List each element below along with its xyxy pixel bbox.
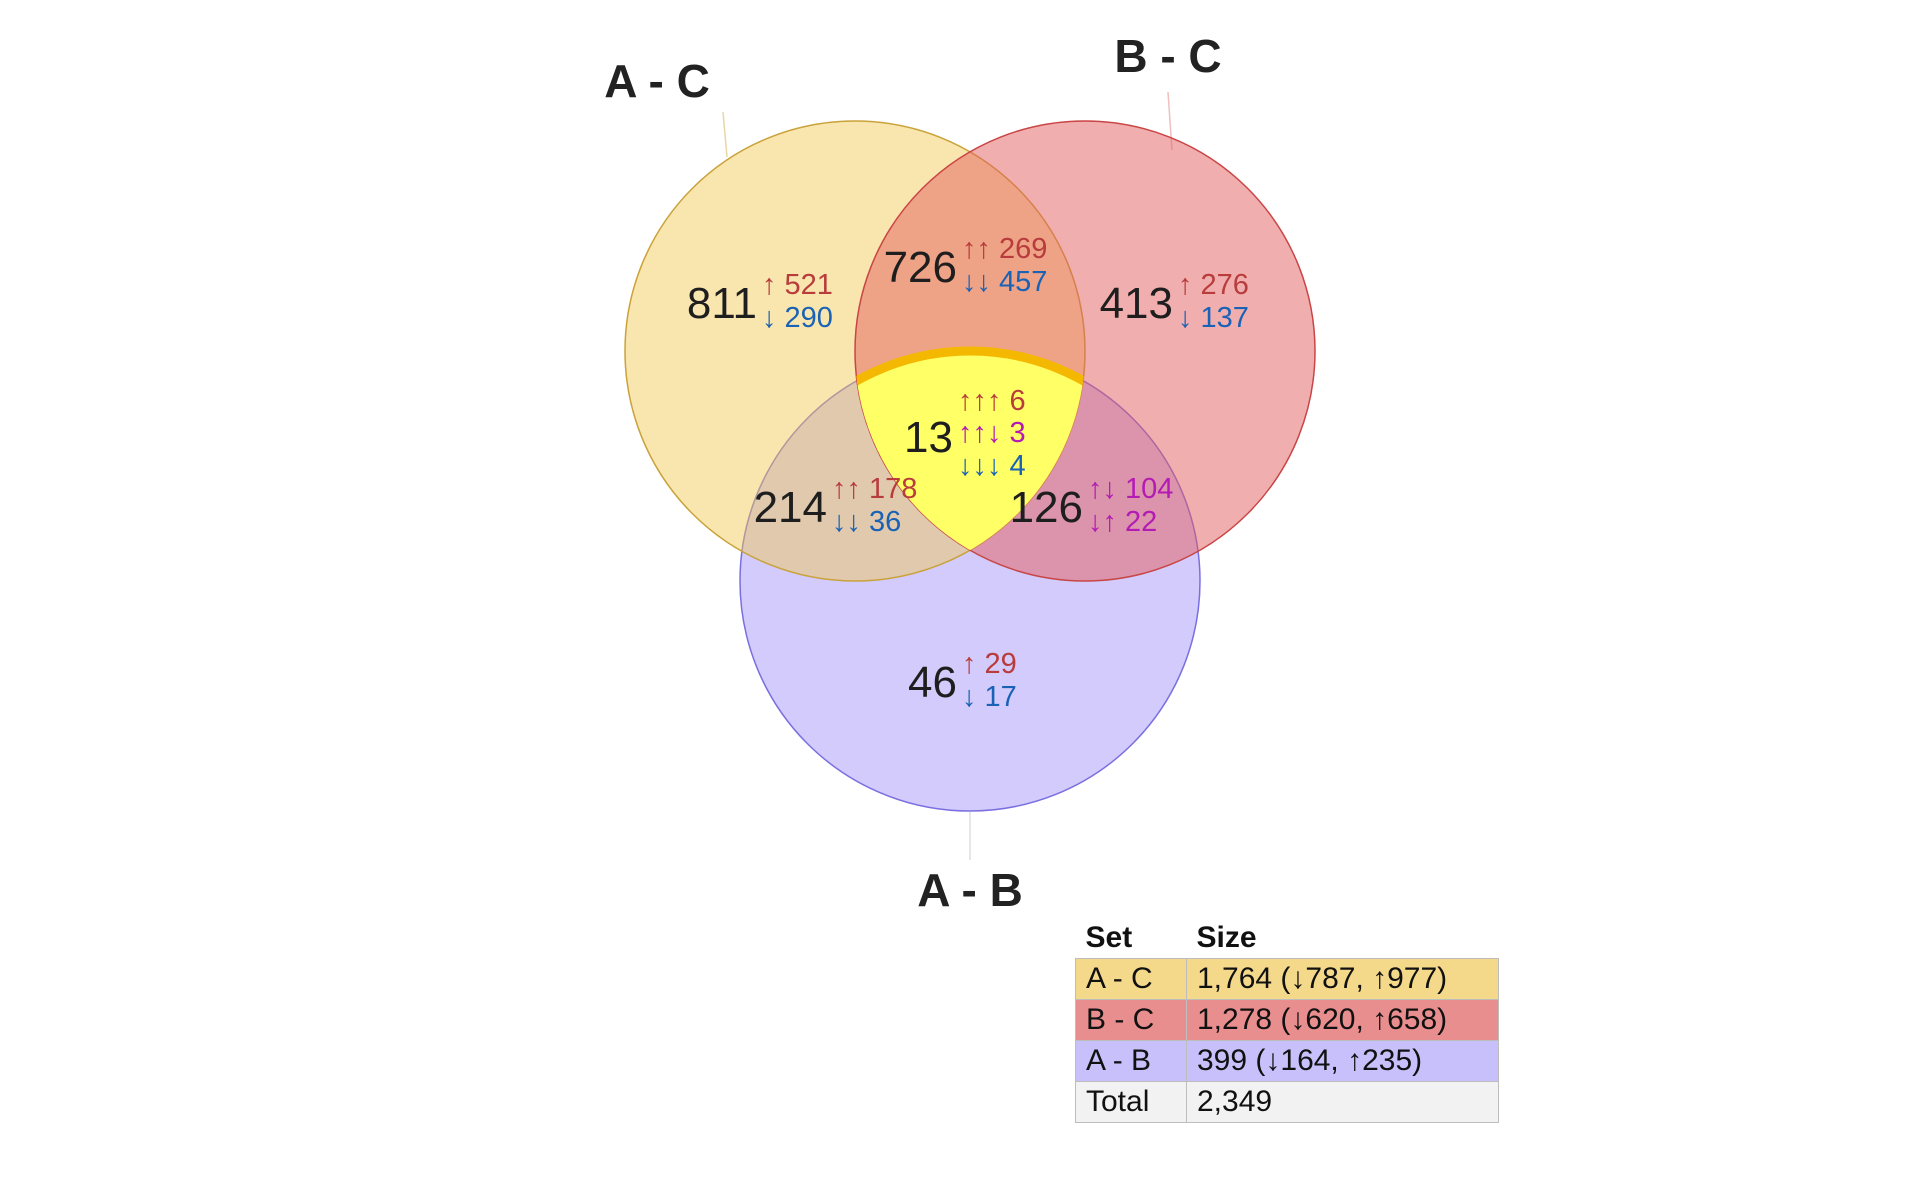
legend-set-name: A - C	[1075, 958, 1187, 1000]
region-ac-bc-down: ↓↓457	[962, 266, 1047, 298]
legend-header-size: Size	[1196, 921, 1257, 954]
legend-header-set: Set	[1085, 921, 1133, 954]
legend-set-name: B - C	[1075, 999, 1187, 1041]
region-bc-ab-total: 126	[1010, 483, 1083, 532]
set-label-ac: A - C	[604, 55, 710, 107]
region-value: 269	[999, 233, 1047, 265]
region-ab-only-up: ↑29	[962, 648, 1017, 680]
legend-set-size: 1,278 (↓620, ↑658)	[1186, 999, 1499, 1041]
direction-arrows: ↓	[762, 302, 777, 334]
region-ac-ab-total: 214	[754, 483, 827, 532]
region-ac-bc-up: ↑↑269	[962, 233, 1047, 265]
region-all-line-3: ↓↓↓4	[958, 450, 1026, 482]
legend-set-size: 1,764 (↓787, ↑977)	[1186, 958, 1499, 1000]
direction-arrows: ↓↓	[832, 506, 861, 538]
region-ac-only-down: ↓290	[762, 302, 833, 334]
direction-arrows: ↑↑	[832, 473, 861, 505]
region-value: 4	[1010, 450, 1026, 482]
region-bc-only-total: 413	[1100, 279, 1173, 328]
center-intersection	[855, 346, 1085, 581]
legend-set-size: 2,349	[1186, 1081, 1499, 1123]
region-value: 104	[1125, 473, 1173, 505]
region-value: 137	[1201, 302, 1249, 334]
leader-line-ac	[722, 111, 728, 158]
legend-set-name: A - B	[1075, 1040, 1187, 1082]
region-value: 36	[869, 506, 901, 538]
region-ac-ab-up: ↑↑178	[832, 473, 917, 505]
legend-row-ac: A - C 1,764 (↓787, ↑977)	[1075, 958, 1499, 1000]
direction-arrows: ↑↑↓	[958, 417, 1002, 449]
region-all-total: 13	[904, 413, 953, 462]
region-bc-only-down: ↓137	[1178, 302, 1249, 334]
region-ac-bc-total: 726	[884, 243, 957, 292]
region-ab-only-total: 46	[908, 658, 957, 707]
region-bc-only-up: ↑276	[1178, 269, 1249, 301]
region-value: 457	[999, 266, 1047, 298]
set-label-ab: A - B	[917, 864, 1023, 916]
region-ab-only-down: ↓17	[962, 681, 1017, 713]
region-value: 3	[1010, 417, 1026, 449]
direction-arrows: ↑	[762, 269, 777, 301]
region-ac-ab-down: ↓↓36	[832, 506, 901, 538]
direction-arrows: ↑↓	[1088, 473, 1117, 505]
region-value: 178	[869, 473, 917, 505]
region-value: 17	[985, 681, 1017, 713]
region-ac-only-up: ↑521	[762, 269, 833, 301]
legend-row-bc: B - C 1,278 (↓620, ↑658)	[1075, 999, 1499, 1041]
region-value: 521	[785, 269, 833, 301]
region-bc-ab-line-1: ↑↓104	[1088, 473, 1173, 505]
direction-arrows: ↓	[1178, 302, 1193, 334]
direction-arrows: ↓↑	[1088, 506, 1117, 538]
region-value: 22	[1125, 506, 1157, 538]
legend-set-size: 399 (↓164, ↑235)	[1186, 1040, 1499, 1082]
region-ac-only-total: 811	[687, 279, 757, 328]
direction-arrows: ↑	[962, 648, 977, 680]
legend-set-name: Total	[1075, 1081, 1187, 1123]
legend-row-total: Total 2,349	[1075, 1081, 1499, 1123]
direction-arrows: ↓	[962, 681, 977, 713]
direction-arrows: ↑↑↑	[958, 385, 1002, 417]
region-value: 276	[1201, 269, 1249, 301]
set-label-bc: B - C	[1114, 30, 1221, 82]
region-value: 29	[985, 648, 1017, 680]
region-value: 6	[1010, 385, 1026, 417]
region-all-line-1: ↑↑↑6	[958, 385, 1026, 417]
region-all-line-2: ↑↑↓3	[958, 417, 1026, 449]
region-value: 290	[785, 302, 833, 334]
direction-arrows: ↑↑	[962, 233, 991, 265]
region-bc-ab-line-2: ↓↑22	[1088, 506, 1157, 538]
set-size-table: Set Size A - C 1,764 (↓787, ↑977) B - C …	[1075, 918, 1499, 1123]
direction-arrows: ↓↓	[962, 266, 991, 298]
direction-arrows: ↑	[1178, 269, 1193, 301]
legend-row-ab: A - B 399 (↓164, ↑235)	[1075, 1040, 1499, 1082]
direction-arrows: ↓↓↓	[958, 450, 1002, 482]
legend-header-row: Set Size	[1076, 918, 1499, 959]
